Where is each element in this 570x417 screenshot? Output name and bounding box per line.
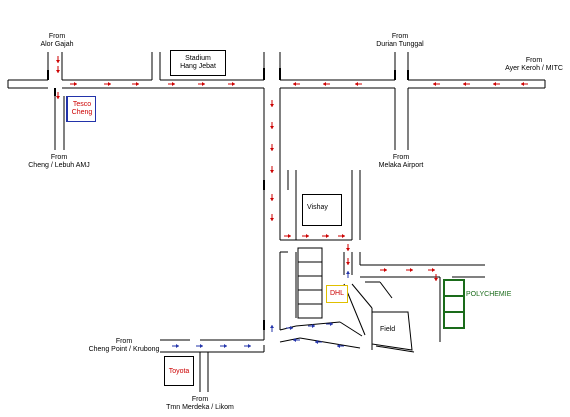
direction-arrow [104,82,111,86]
label-cheng-point-text: From Cheng Point / Krubong [88,338,160,353]
direction-arrow [196,344,203,348]
polychemie-building [443,279,465,329]
polychemie-text: POLYCHEMIE [466,291,511,299]
direction-arrow [228,82,235,86]
direction-arrow [270,166,274,173]
direction-arrow [270,122,274,129]
direction-arrow [302,234,309,238]
direction-arrow [355,82,362,86]
vishay-label: Vishay [307,204,328,211]
tesco-box: Tesco Cheng [66,96,96,122]
label-tmn-merdeka: From Tmn Merdeka / Likom [162,396,238,412]
direction-arrow [463,82,470,86]
field-text: Field [380,326,395,334]
main-road [7,79,546,89]
direction-arrow [323,82,330,86]
label-ayer-keroh-text: From Ayer Keroh / MITC [505,57,563,72]
dhl-box: DHL [326,285,348,303]
durian-tunggal-road [394,52,409,80]
label-alor-gajah: From Alor Gajah [32,33,82,49]
bottom-roads [160,339,265,392]
field-area [371,311,413,351]
direction-arrow [172,344,179,348]
direction-arrow [56,66,60,73]
toyota-label: Toyota [168,368,190,375]
direction-arrow [198,82,205,86]
direction-arrow [308,324,315,328]
label-melaka-airport-text: From Melaka Airport [378,154,424,169]
direction-arrow [270,194,274,201]
direction-arrow [286,326,293,330]
direction-arrow [493,82,500,86]
label-cheng-point: From Cheng Point / Krubong [86,338,162,354]
direction-arrow [433,82,440,86]
direction-arrow [270,214,274,221]
direction-arrow [270,325,274,332]
direction-arrow [270,100,274,107]
label-ayer-keroh: From Ayer Keroh / MITC [500,57,568,73]
field-label: Field [380,326,396,333]
label-melaka-airport: From Melaka Airport [368,154,434,170]
direction-arrow [322,234,329,238]
direction-arrow [293,338,300,342]
direction-arrow [244,344,251,348]
label-durian-tunggal-text: From Durian Tunggal [376,33,424,48]
label-tmn-merdeka-text: From Tmn Merdeka / Likom [166,396,234,411]
stadium-label: Stadium Hang Jebat [180,55,216,70]
label-alor-gajah-text: From Alor Gajah [40,33,74,48]
stadium-road [151,52,161,80]
direction-arrow [338,234,345,238]
label-cheng-lebuh: From Cheng / Lebuh AMJ [24,154,94,170]
red-arrows [56,56,528,281]
tesco-label: Tesco Cheng [71,101,93,116]
parking-grid [297,247,323,319]
direction-arrow [406,268,413,272]
vishay-area-roads [280,170,485,342]
direction-arrow [337,344,344,348]
polychemie-label: POLYCHEMIE [466,291,512,298]
direction-arrow [380,268,387,272]
direction-arrow [132,82,139,86]
direction-arrow [270,144,274,151]
direction-arrow [521,82,528,86]
label-cheng-lebuh-text: From Cheng / Lebuh AMJ [28,154,90,169]
direction-arrow [284,234,291,238]
direction-arrow [56,92,60,99]
direction-arrow [220,344,227,348]
direction-arrow [428,268,435,272]
direction-arrow [293,82,300,86]
direction-arrow [56,56,60,63]
alor-gajah-road [47,52,63,80]
cheng-lebuh-road [54,88,65,150]
direction-arrow [434,274,438,281]
direction-arrow [70,82,77,86]
direction-arrow [346,258,350,265]
label-durian-tunggal: From Durian Tunggal [368,33,432,49]
direction-arrow [326,322,333,326]
central-road [200,52,281,341]
dhl-label: DHL [329,290,344,297]
direction-arrow [346,271,350,278]
direction-arrow [315,340,322,344]
toyota-box: Toyota [164,356,194,386]
direction-arrow [346,244,350,251]
blue-arrows [172,271,350,348]
vishay-box: Vishay [302,194,342,226]
stadium-box: Stadium Hang Jebat [170,50,226,76]
melaka-airport-road [394,88,409,150]
direction-arrow [168,82,175,86]
